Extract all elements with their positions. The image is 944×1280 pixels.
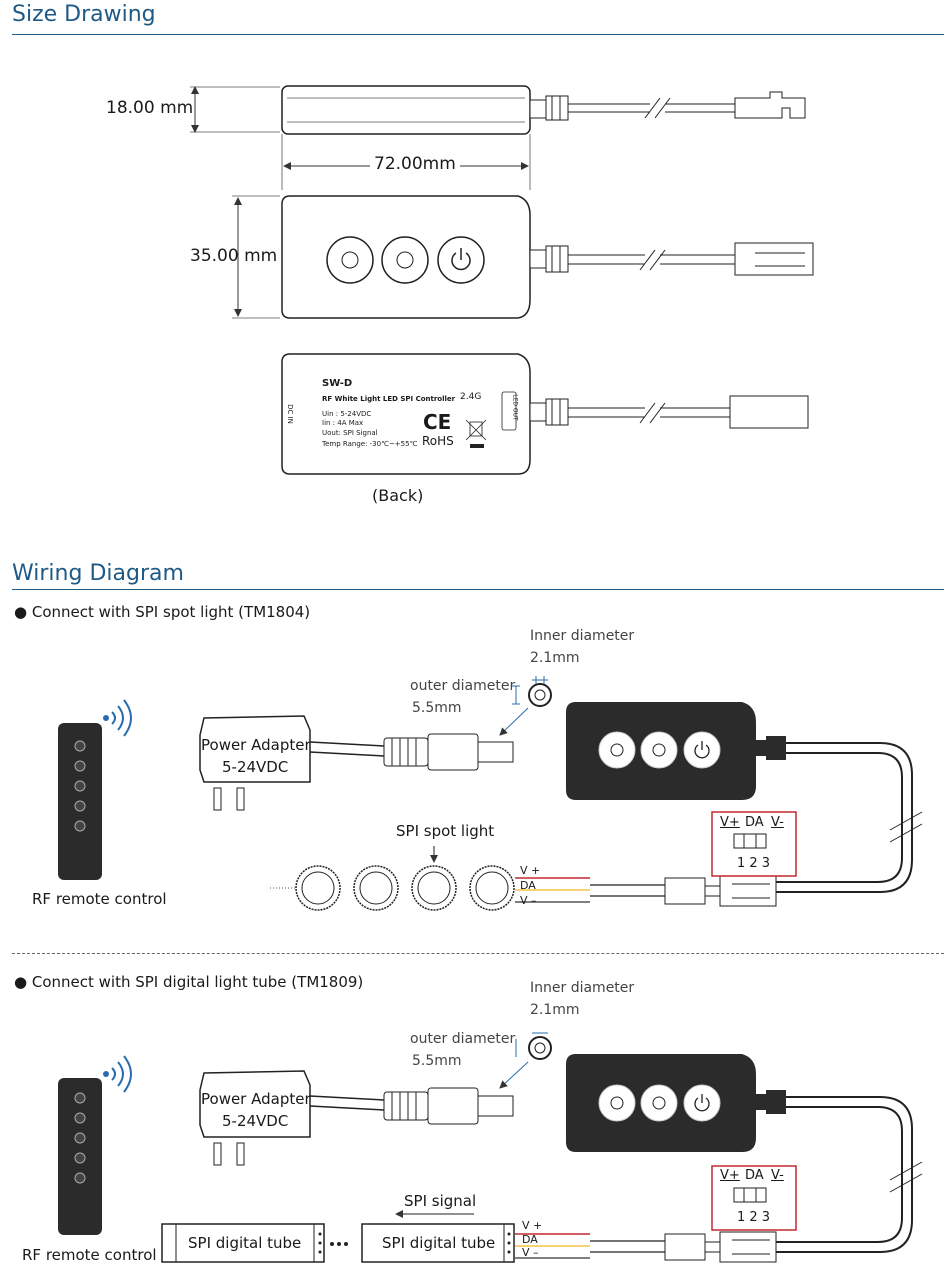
ce-mark: CE — [423, 410, 452, 434]
label-iin: Iin : 4A Max — [322, 419, 364, 427]
diagram1-graphics — [58, 676, 923, 911]
pin-da-2: DA — [745, 1168, 764, 1183]
wire-vplus: V + — [520, 864, 541, 877]
label-model: SW-D — [322, 378, 353, 389]
inner-diameter-value-2: 2.1mm — [530, 1002, 580, 1018]
led-out-label: LED OUT — [511, 394, 519, 421]
diagram2-bullet-text: Connect with SPI digital light tube (TM1… — [31, 973, 364, 991]
diagram1-bullet-text: Connect with SPI spot light (TM1804) — [31, 603, 311, 621]
wiring-diagram-title: Wiring Diagram — [12, 561, 184, 586]
inner-diameter-label-2: Inner diameter — [530, 980, 635, 996]
power-adapter-label-2: Power Adapter — [201, 1090, 311, 1108]
outer-diameter-label: outer diameter — [410, 678, 516, 694]
tube-label-1: SPI digital tube — [188, 1234, 302, 1252]
wire-vminus: V – — [520, 894, 537, 907]
pin-da: DA — [745, 815, 764, 830]
power-adapter-voltage-2: 5-24VDC — [222, 1112, 289, 1130]
pin-numbers: 1 2 3 — [737, 856, 771, 871]
size-drawing-rule — [12, 34, 944, 35]
pin-vminus: V- — [771, 815, 784, 830]
spi-signal-label: SPI signal — [404, 1192, 477, 1210]
tube-label-2: SPI digital tube — [382, 1234, 496, 1252]
spot-light-label: SPI spot light — [396, 822, 495, 840]
outer-diameter-value: 5.5mm — [412, 700, 462, 716]
wire-da: DA — [520, 879, 536, 892]
size-drawing-title: Size Drawing — [12, 2, 156, 27]
back-caption: (Back) — [372, 486, 424, 505]
inner-diameter-value: 2.1mm — [530, 650, 580, 666]
label-uout: Uout: SPI Signal — [322, 429, 378, 437]
wiring-diagram-rule — [12, 589, 944, 590]
remote-label: RF remote control — [32, 890, 167, 908]
back-view — [281, 353, 809, 475]
pin-vplus: V+ — [720, 815, 740, 830]
diagram1-bullet: ● Connect with SPI spot light (TM1804) — [14, 603, 311, 621]
top-view — [190, 85, 806, 135]
outer-diameter-label-2: outer diameter — [410, 1031, 516, 1047]
height-dimension-label: 18.00 mm — [106, 98, 194, 118]
label-temp: Temp Range: -30℃~+55℃ — [322, 440, 418, 448]
label-uin: Uin : 5-24VDC — [322, 410, 372, 418]
power-adapter-label: Power Adapter — [201, 736, 311, 754]
wire-da-2: DA — [522, 1233, 538, 1246]
section-divider — [12, 953, 944, 954]
rohs-mark: RoHS — [422, 434, 454, 448]
wire-vplus-2: V + — [522, 1219, 543, 1232]
power-adapter-voltage: 5-24VDC — [222, 758, 289, 776]
label-freq: 2.4G — [460, 392, 482, 402]
remote-label-2: RF remote control — [22, 1246, 157, 1264]
label-desc: RF White Light LED SPI Controller — [322, 395, 456, 403]
wire-vminus-2: V – — [522, 1246, 539, 1259]
diagram2-graphics — [58, 1032, 923, 1263]
front-view — [232, 195, 814, 319]
length-dimension-label: 72.00mm — [370, 154, 460, 174]
pin-vminus-2: V- — [771, 1168, 784, 1183]
outer-diameter-value-2: 5.5mm — [412, 1053, 462, 1069]
pin-numbers-2: 1 2 3 — [737, 1210, 771, 1225]
pin-vplus-2: V+ — [720, 1168, 740, 1183]
diagram2-bullet: ● Connect with SPI digital light tube (T… — [14, 973, 364, 991]
inner-diameter-label: Inner diameter — [530, 628, 635, 644]
dc-in-label: DC IN — [285, 404, 294, 424]
width-dimension-label: 35.00 mm — [190, 246, 278, 266]
